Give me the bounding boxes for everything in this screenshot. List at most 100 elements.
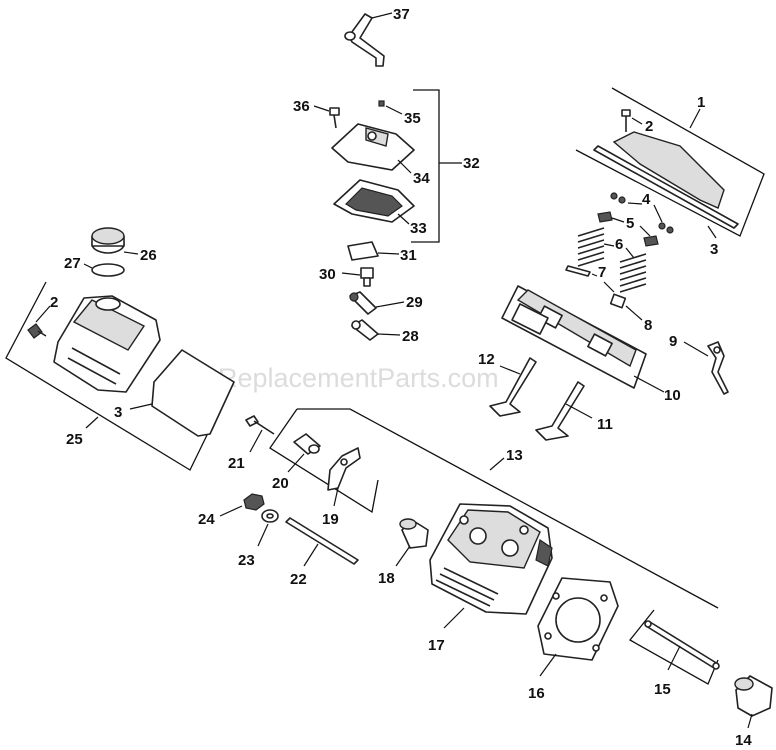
leader-19 (333, 487, 339, 507)
callout-27: 27 (64, 255, 81, 272)
leader-5a (611, 217, 625, 223)
part-2-screw-left[interactable] (27, 323, 47, 339)
part-29-elbow[interactable] (349, 291, 377, 315)
leader-24 (219, 505, 243, 517)
part-9-bracket[interactable] (707, 341, 729, 395)
leader-30 (341, 272, 361, 276)
watermark-text: eReplacementParts.com (203, 363, 499, 393)
leader-16 (539, 653, 557, 677)
leader-3-top (707, 225, 717, 239)
part-11-valve[interactable] (535, 381, 585, 441)
callout-33: 33 (410, 220, 427, 237)
callout-18: 18 (378, 570, 395, 587)
leader-12 (499, 365, 521, 375)
part-17-cylinder-head[interactable] (429, 503, 553, 615)
group-bracket-19-20 (269, 408, 379, 514)
part-19-rocker-arm[interactable] (327, 447, 361, 491)
leader-4a (627, 202, 643, 205)
leader-14 (747, 713, 753, 729)
leader-6a (603, 243, 615, 247)
callout-3-top: 3 (710, 241, 718, 258)
callout-1: 1 (697, 94, 705, 111)
callout-36: 36 (293, 98, 310, 115)
callout-10: 10 (664, 387, 681, 404)
callout-16: 16 (528, 685, 545, 702)
callout-17: 17 (428, 637, 445, 654)
part-15-push-rod[interactable] (644, 620, 720, 670)
leader-6b (625, 247, 635, 259)
callout-7: 7 (598, 264, 606, 281)
part-12-valve[interactable] (489, 357, 537, 417)
part-27-o-ring[interactable] (91, 263, 125, 277)
leader-10 (633, 375, 665, 393)
leader-7 (591, 273, 598, 277)
leader-36 (313, 105, 330, 112)
leader-4b (653, 204, 663, 223)
leader-29 (375, 301, 405, 308)
callout-4: 4 (642, 191, 651, 208)
part-37-breather-tube[interactable] (344, 13, 385, 67)
part-8-bushing[interactable] (609, 293, 627, 309)
callout-11: 11 (597, 416, 613, 433)
group-bracket-15 (629, 609, 719, 685)
callout-23: 23 (238, 552, 255, 569)
part-16-head-gasket[interactable] (537, 577, 619, 661)
leader-31 (377, 252, 400, 255)
part-21-bolt[interactable] (245, 415, 275, 435)
callout-25: 25 (66, 431, 83, 448)
callout-3-left: 3 (114, 404, 122, 421)
leader-3-left (129, 403, 153, 410)
leader-2-top (631, 117, 643, 125)
part-2-screw-top[interactable] (621, 109, 631, 132)
part-26-filler-cap[interactable] (91, 227, 125, 254)
leader-15 (667, 645, 681, 671)
callout-13: 13 (506, 447, 523, 464)
leader-5b (639, 225, 651, 237)
part-20-pivot[interactable] (293, 433, 321, 455)
part-5-retainers[interactable] (597, 211, 659, 247)
group-bracket-32 (411, 89, 440, 243)
part-valve-cover[interactable] (53, 295, 161, 393)
part-6-valve-springs[interactable] (577, 227, 647, 293)
part-18-guide[interactable] (399, 518, 429, 549)
callout-31: 31 (400, 247, 417, 264)
leader-34 (397, 159, 412, 174)
leader-27 (83, 263, 93, 269)
callout-15: 15 (654, 681, 671, 698)
part-3-cover-gasket[interactable] (151, 349, 235, 437)
callout-22: 22 (290, 571, 307, 588)
callout-26: 26 (140, 247, 157, 264)
part-10-rocker-bridge[interactable] (501, 285, 647, 389)
part-4-keepers[interactable] (610, 192, 674, 234)
leader-2-left (35, 305, 51, 323)
part-34-breather-cover[interactable] (331, 123, 415, 171)
callout-12: 12 (478, 351, 495, 368)
part-24-nut[interactable] (243, 493, 265, 511)
callout-21: 21 (228, 455, 245, 472)
part-14-tappet[interactable] (734, 675, 773, 717)
part-28-clamp[interactable] (351, 319, 379, 341)
part-22-stud[interactable] (285, 517, 359, 565)
leader-28 (377, 333, 401, 336)
part-35-plug[interactable] (378, 100, 385, 107)
leader-25 (85, 416, 99, 429)
part-33-breather-gasket[interactable] (333, 179, 415, 223)
callout-9: 9 (669, 333, 677, 350)
leader-17 (443, 607, 465, 629)
callout-30: 30 (319, 266, 336, 283)
part-7-pin[interactable] (565, 265, 591, 277)
group-bracket-13 (297, 408, 719, 609)
leader-8 (625, 305, 643, 321)
callout-14: 14 (735, 732, 752, 749)
part-3-rail-gasket[interactable] (593, 131, 739, 229)
part-23-washer[interactable] (261, 509, 279, 523)
part-36-screw[interactable] (329, 107, 340, 129)
part-31-reed[interactable] (347, 241, 379, 261)
part-30-fitting[interactable] (360, 267, 374, 287)
leader-23 (257, 523, 269, 547)
leader-20 (287, 453, 305, 473)
callout-29: 29 (406, 294, 423, 311)
callout-20: 20 (272, 475, 289, 492)
leader-9 (683, 341, 709, 357)
